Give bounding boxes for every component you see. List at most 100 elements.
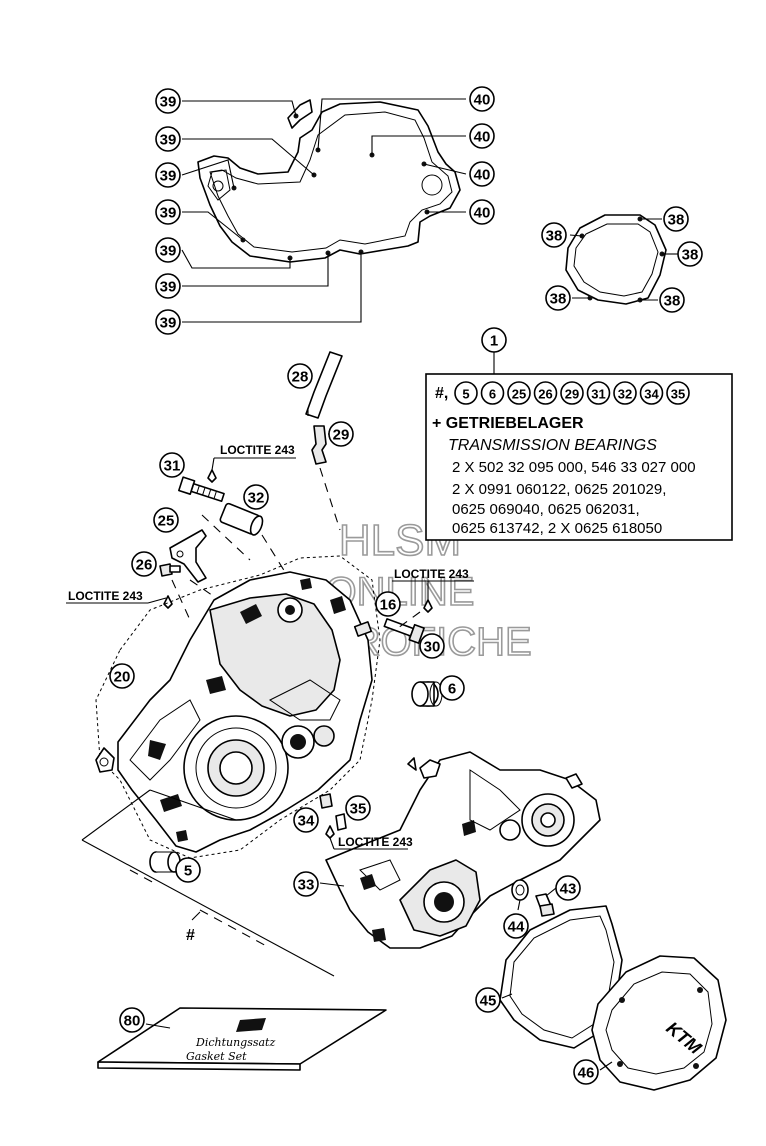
circled-part-ring: [613, 381, 637, 405]
circled-part-number: 35: [671, 387, 685, 402]
callout-bubble-35: 35: [345, 795, 371, 821]
callout-circle: [155, 309, 181, 335]
info-title: + GETRIEBELAGER: [432, 415, 584, 432]
callout-number: 40: [474, 205, 491, 222]
circled-part-ring: [480, 381, 505, 405]
circled-part-ring: [454, 381, 478, 405]
callout-bubble-44: 44: [503, 913, 529, 939]
callout-number: 39: [160, 94, 177, 111]
info-line-1: 2 X 502 32 095 000, 546 33 027 000: [452, 459, 696, 476]
callout-circle: [243, 484, 269, 510]
callout-circle: [469, 86, 495, 112]
callout-circle: [659, 287, 685, 313]
circled-part-31: 31: [586, 381, 611, 405]
callout-circle: [109, 663, 135, 689]
circled-part-number: 25: [512, 387, 526, 402]
callout-circle: [155, 199, 181, 225]
info-prefix: #,: [435, 385, 448, 402]
callout-number: 25: [158, 513, 175, 530]
right-crankcase: [319, 751, 601, 949]
callout-number: 45: [480, 993, 497, 1010]
callout-bubble-33: 33: [293, 871, 319, 897]
callout-bubble-38: 38: [541, 222, 567, 248]
callout-circle: [481, 327, 507, 353]
callout-bubble-40: 40: [469, 161, 495, 187]
callout-circle: [375, 591, 401, 617]
callout-bubble-39: 39: [155, 88, 181, 114]
callout-bubble-26: 26: [131, 551, 157, 577]
callout-number: 38: [682, 247, 699, 264]
callout-circle: [419, 633, 445, 659]
callout-bubble-39: 39: [155, 273, 181, 299]
callout-number: 16: [380, 597, 397, 614]
ignition-cover-group: KTM: [499, 879, 727, 1091]
callout-number: 38: [668, 212, 685, 229]
callout-circle: [439, 675, 465, 701]
cover-gasket: [565, 214, 678, 305]
callout-circle: [663, 206, 689, 232]
circled-part-6: 6: [480, 381, 505, 405]
callout-number: 46: [578, 1065, 595, 1082]
callout-bubble-32: 32: [243, 484, 269, 510]
callout-bubble-25: 25: [153, 507, 179, 533]
callout-circle: [175, 857, 201, 883]
callout-bubble-16: 16: [375, 591, 401, 617]
callout-number: 38: [550, 291, 567, 308]
callout-bubble-43: 43: [555, 875, 581, 901]
callout-number: 38: [546, 228, 563, 245]
callout-circle: [545, 285, 571, 311]
callout-number: 38: [664, 293, 681, 310]
loctite-label-4: LOCTITE 243: [338, 835, 413, 849]
callout-circle: [153, 507, 179, 533]
callout-bubble-28: 28: [287, 363, 313, 389]
circled-part-34: 34: [639, 381, 664, 405]
callout-circle: [155, 126, 181, 152]
callout-circle: [293, 871, 319, 897]
callout-circle: [293, 807, 319, 833]
callout-bubble-34: 34: [293, 807, 319, 833]
callout-bubble-38: 38: [659, 287, 685, 313]
callout-bubble-31: 31: [159, 452, 185, 478]
callout-circle: [475, 987, 501, 1013]
callout-circle: [155, 237, 181, 263]
callout-number: 80: [124, 1013, 141, 1030]
callout-circle: [503, 913, 529, 939]
callout-circle: [119, 1007, 145, 1033]
callout-number: 44: [508, 919, 525, 936]
circled-part-number: 5: [462, 387, 469, 402]
circled-part-ring: [533, 381, 558, 405]
callout-number: 29: [333, 427, 350, 444]
callout-number: 5: [184, 863, 192, 880]
circled-part-ring: [507, 381, 531, 405]
callout-bubble-40: 40: [469, 123, 495, 149]
callout-circle: [469, 123, 495, 149]
callout-circle: [155, 162, 181, 188]
callout-bubble-6: 6: [439, 675, 465, 701]
gasket-leader-lines: [181, 98, 467, 323]
callout-bubble-39: 39: [155, 199, 181, 225]
callout-circle: [573, 1059, 599, 1085]
hose-and-nipple: [305, 351, 343, 531]
loctite-labels: LOCTITE 243 LOCTITE 243 LOCTITE 243 LOCT…: [66, 443, 474, 850]
callout-number: 39: [160, 315, 177, 332]
circled-part-5: 5: [454, 381, 478, 405]
circled-part-26: 26: [533, 381, 558, 405]
callout-circle: [469, 199, 495, 225]
callout-number: 33: [298, 877, 315, 894]
callout-circle: [131, 551, 157, 577]
callout-number: 39: [160, 279, 177, 296]
callout-circle: [287, 363, 313, 389]
callout-circle: [345, 795, 371, 821]
gasket-set-package: Dichtungssatz Gasket Set: [97, 1007, 387, 1071]
callout-number: 39: [160, 132, 177, 149]
callout-number: 40: [474, 129, 491, 146]
callout-bubble-1: 1: [481, 327, 507, 353]
loctite-label-1: LOCTITE 243: [220, 443, 295, 457]
crankcase-small-parts: [81, 599, 443, 977]
callout-bubble-20: 20: [109, 663, 135, 689]
circled-part-number: 26: [538, 387, 552, 402]
callout-circle: [159, 452, 185, 478]
